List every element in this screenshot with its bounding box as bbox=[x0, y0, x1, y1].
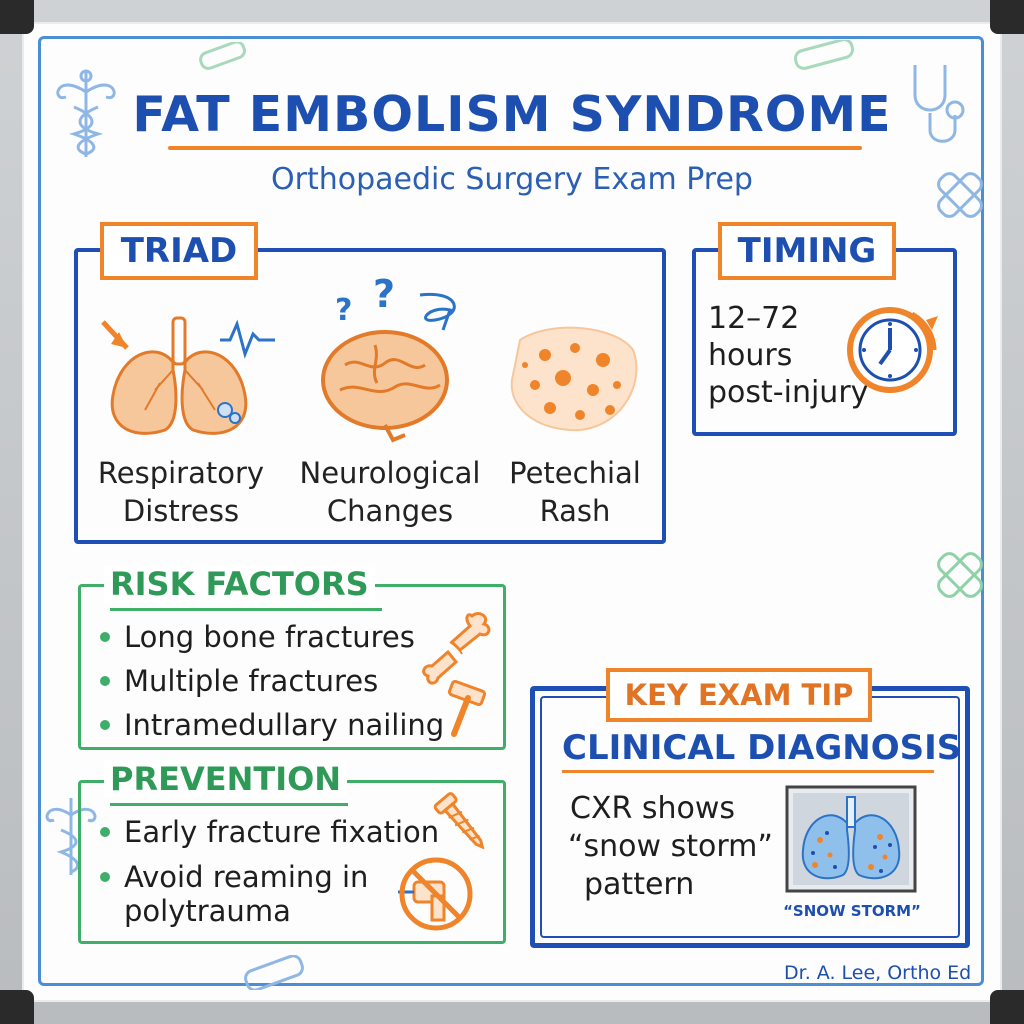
triad-item-line2: Distress bbox=[122, 494, 240, 528]
stethoscope-icon bbox=[913, 65, 965, 143]
list-item: Intramedullary nailing bbox=[100, 708, 444, 742]
exam-tip-heading: KEY EXAM TIP bbox=[606, 668, 872, 722]
triad-item-respiratory: Respiratory Distress bbox=[86, 454, 276, 530]
timing-text: 12–72 hours post-injury bbox=[708, 300, 868, 411]
list-item-text: Multiple fractures bbox=[124, 664, 379, 698]
exam-tip-text: CXR shows “snow storm” pattern bbox=[568, 790, 773, 904]
triad-item-line1: Respiratory bbox=[97, 456, 265, 490]
board-outline bbox=[38, 36, 984, 986]
page-title: FAT EMBOLISM SYNDROME bbox=[132, 86, 892, 143]
list-item: Long bone fractures bbox=[100, 620, 415, 654]
xray-caption: “SNOW STORM” bbox=[783, 902, 921, 920]
bandage-icon bbox=[937, 172, 983, 218]
bandage-icon bbox=[937, 552, 983, 598]
timing-unit: hours bbox=[708, 338, 793, 373]
exam-tip-underline bbox=[562, 770, 934, 773]
triad-item-line2: Changes bbox=[326, 494, 454, 528]
frame-corner bbox=[0, 990, 34, 1024]
prevention-underline bbox=[110, 803, 348, 806]
bandage-icon bbox=[793, 40, 855, 70]
timing-reference: post-injury bbox=[708, 375, 869, 410]
clock-icon bbox=[847, 307, 938, 393]
title-underline bbox=[168, 146, 862, 150]
lungs-icon bbox=[101, 316, 275, 435]
list-item-continuation: polytrauma bbox=[124, 894, 291, 928]
bone-icon bbox=[422, 612, 491, 685]
rash-icon bbox=[510, 326, 638, 432]
list-item-text: Long bone fractures bbox=[124, 620, 415, 654]
caduceus-icon bbox=[45, 798, 97, 875]
no-drill-icon bbox=[398, 857, 473, 931]
bandage-icon bbox=[199, 42, 246, 70]
bandage-icon bbox=[244, 955, 304, 990]
list-item: Avoid reaming in bbox=[100, 860, 368, 894]
frame-corner bbox=[990, 990, 1024, 1024]
exam-tip-line2: “snow storm” bbox=[568, 829, 773, 864]
list-item-text: Avoid reaming in bbox=[124, 860, 369, 894]
triad-item-line2: Rash bbox=[539, 494, 611, 528]
list-item-text: Early fracture fixation bbox=[124, 815, 440, 849]
xray-icon bbox=[785, 785, 917, 893]
triad-panel bbox=[74, 248, 666, 544]
list-item: Early fracture fixation bbox=[100, 815, 439, 849]
triad-item-line1: Neurological bbox=[299, 456, 481, 490]
list-item: Multiple fractures bbox=[100, 664, 378, 698]
timing-heading: TIMING bbox=[718, 222, 896, 280]
exam-tip-line1: CXR shows bbox=[570, 791, 736, 826]
triad-item-rash: Petechial Rash bbox=[495, 454, 655, 530]
hammer-icon bbox=[447, 680, 487, 737]
triad-item-neurological: Neurological Changes bbox=[292, 454, 488, 530]
timing-range: 12–72 bbox=[708, 301, 800, 336]
brain-icon: ? ? bbox=[321, 275, 456, 443]
svg-text:?: ? bbox=[373, 275, 395, 316]
triad-item-line1: Petechial bbox=[509, 456, 641, 490]
page-subtitle: Orthopaedic Surgery Exam Prep bbox=[271, 162, 753, 197]
frame-corner bbox=[990, 0, 1024, 34]
svg-text:?: ? bbox=[335, 293, 352, 328]
triad-heading: TRIAD bbox=[100, 222, 258, 280]
screw-icon bbox=[433, 792, 485, 850]
list-item-text: Intramedullary nailing bbox=[124, 708, 445, 742]
caduceus-icon bbox=[56, 69, 116, 157]
exam-tip-subheading: CLINICAL DIAGNOSIS bbox=[562, 728, 962, 768]
signature: Dr. A. Lee, Ortho Ed bbox=[784, 962, 972, 984]
prevention-heading: PREVENTION bbox=[104, 760, 348, 798]
risk-factors-heading: RISK FACTORS bbox=[104, 565, 375, 603]
exam-tip-line3: pattern bbox=[584, 867, 695, 902]
frame-corner bbox=[0, 0, 34, 34]
risk-factors-underline bbox=[110, 608, 382, 611]
